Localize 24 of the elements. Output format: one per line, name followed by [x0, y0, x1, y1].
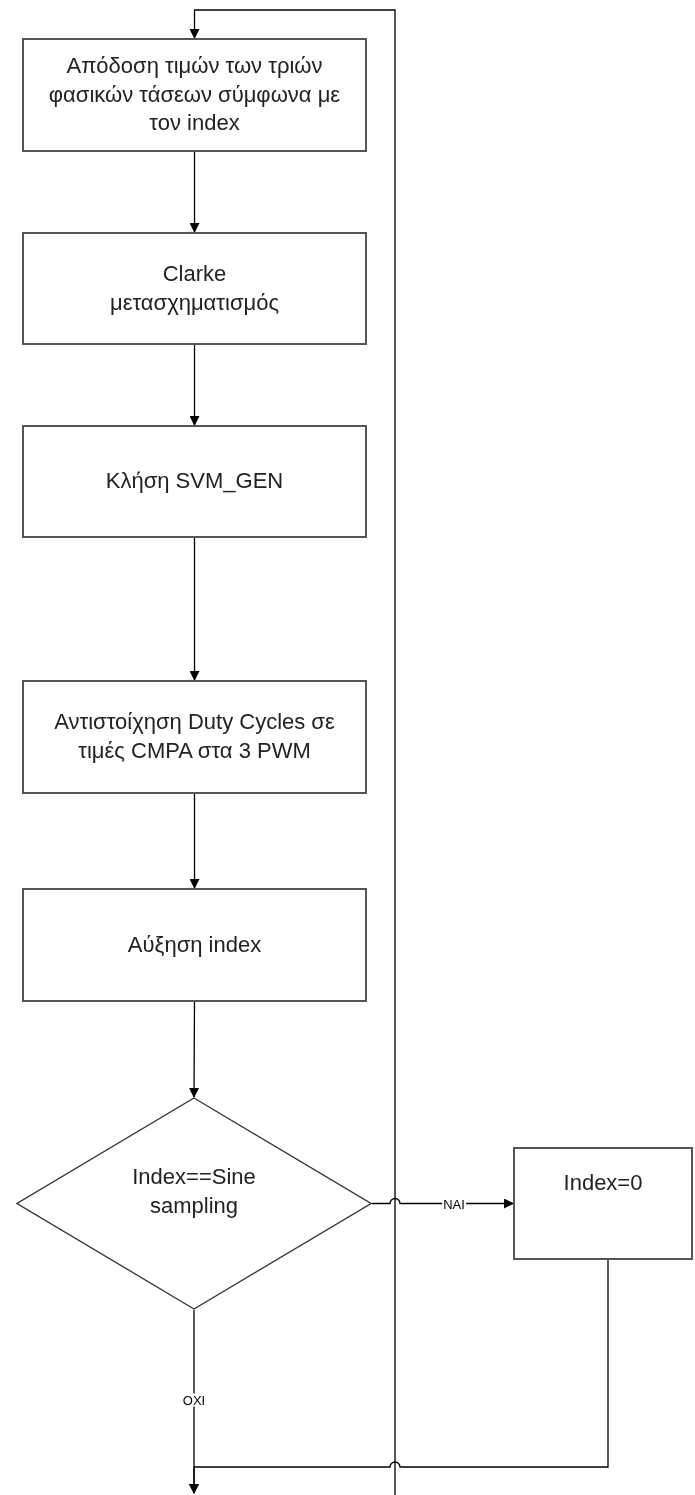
node-text: Index==Sine sampling [131, 1162, 257, 1220]
edge-label: NAI [442, 1197, 466, 1210]
arrow [189, 1001, 200, 1098]
process-box [22, 232, 367, 345]
arrow [371, 1197, 514, 1209]
decision-diamond [16, 1097, 372, 1310]
process-box [22, 425, 367, 538]
process-box [22, 888, 367, 1002]
edge-label: OXI [181, 1393, 207, 1407]
process-box [22, 38, 367, 152]
arrow [189, 344, 200, 426]
process-box [513, 1147, 693, 1260]
node-text: Κλήση SVM_GEN [105, 467, 284, 496]
arrow [189, 151, 200, 233]
arrow [189, 9, 396, 1495]
node-text: Index=0 [563, 1169, 643, 1197]
node-text: Αύξηση index [127, 930, 262, 959]
arrow [189, 793, 200, 889]
arrow [189, 1259, 609, 1494]
node-text: Αντιστοίχηση Duty Cycles σε τιμές CMPA στα 3 PWM [53, 708, 336, 765]
node-text: Απόδοση τιμών των τριών φασικών τάσεων σύμφωνα με τον index [47, 52, 342, 138]
node-text: Clarke μετασχηματισμός [109, 259, 280, 317]
arrow [189, 537, 200, 681]
process-box [22, 680, 367, 794]
